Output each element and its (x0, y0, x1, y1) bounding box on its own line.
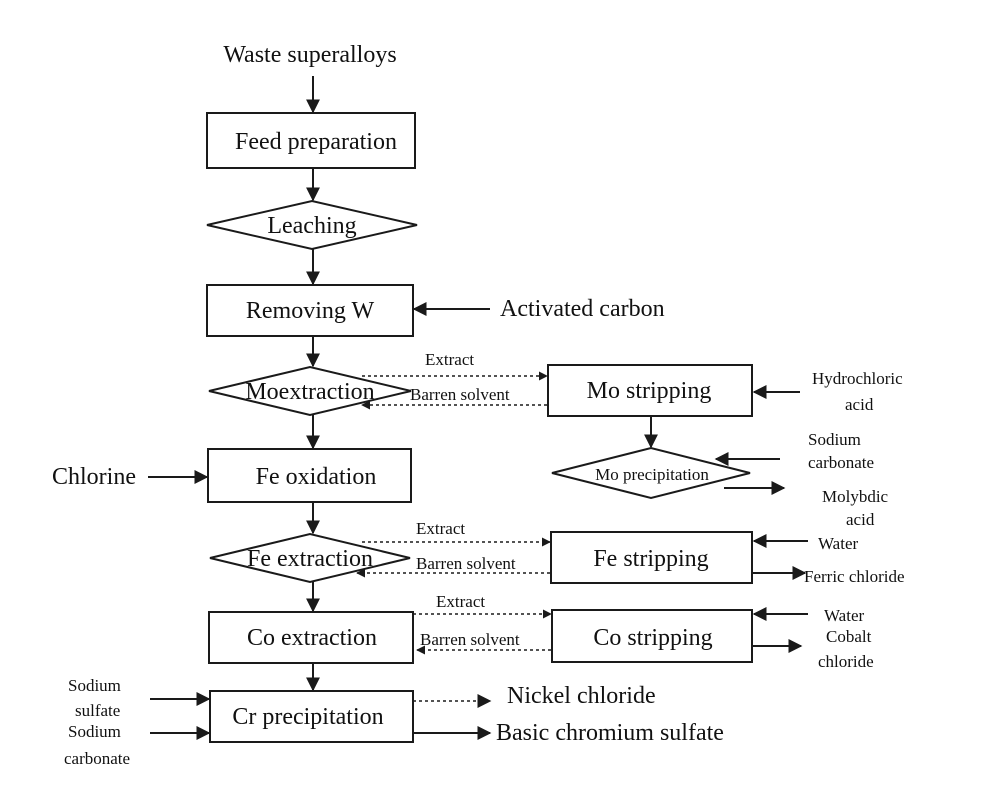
reagent-sodium-carbonate-mo-line2: carbonate (808, 453, 874, 472)
strip-mo-precipitation: Mo precipitation (595, 465, 709, 484)
flow-mo-extract: Extract (425, 350, 474, 369)
product-cobalt-chloride-line1: Cobalt (826, 627, 872, 646)
step-co-extraction-box (208, 611, 414, 664)
step-cr-precipitation: Cr precipitation (232, 704, 383, 730)
strip-co: Co stripping (593, 625, 712, 651)
strip-co-box (551, 609, 753, 663)
step-leaching: Leaching (267, 213, 356, 239)
flow-co-barren: Barren solvent (420, 630, 520, 649)
step-fe-oxidation: Fe oxidation (256, 464, 377, 490)
reagent-hcl-line2: acid (845, 395, 874, 414)
product-molybdic-acid-line1: Molybdic (822, 487, 889, 506)
step-co-extraction: Co extraction (247, 625, 377, 651)
reagent-sodium-sulfate-line2: sulfate (75, 701, 120, 720)
strip-fe: Fe stripping (593, 546, 708, 572)
reagent-sodium-carbonate-cr-line2: carbonate (64, 749, 130, 768)
reagent-sodium-carbonate-mo-line1: Sodium (808, 430, 861, 449)
flow-fe-barren: Barren solvent (416, 554, 516, 573)
step-mo-extraction: Moextraction (245, 379, 374, 405)
step-feed-preparation-box (206, 112, 416, 169)
reagent-water-fe: Water (818, 534, 858, 553)
product-cobalt-chloride-line2: chloride (818, 652, 874, 671)
strip-mo-precipitation-diamond (551, 446, 751, 500)
strip-fe-box (550, 531, 753, 584)
step-removing-w: Removing W (246, 298, 375, 324)
strip-mo: Mo stripping (587, 378, 712, 404)
product-ferric-chloride: Ferric chloride (804, 567, 905, 586)
step-cr-precipitation-box (209, 690, 414, 743)
reagent-hcl-line1: Hydrochloric (812, 369, 903, 388)
reagent-sodium-sulfate-line1: Sodium (68, 676, 121, 695)
step-fe-extraction: Fe extraction (247, 546, 373, 572)
flow-fe-extract: Extract (416, 519, 465, 538)
product-molybdic-acid-line2: acid (846, 510, 875, 529)
flow-mo-barren: Barren solvent (410, 385, 510, 404)
reagent-activated-carbon: Activated carbon (500, 296, 665, 322)
step-feed-preparation: Feed preparation (235, 129, 397, 155)
step-mo-extraction-diamond (208, 365, 412, 417)
reagent-sodium-carbonate-cr-line1: Sodium (68, 722, 121, 741)
product-basic-chromium-sulfate: Basic chromium sulfate (496, 720, 724, 746)
reagent-chlorine: Chlorine (52, 464, 136, 490)
flow-co-extract: Extract (436, 592, 485, 611)
step-leaching-diamond (206, 199, 418, 251)
product-nickel-chloride: Nickel chloride (507, 683, 656, 709)
reagent-water-co: Water (824, 606, 864, 625)
input-waste-superalloys: Waste superalloys (223, 42, 396, 68)
